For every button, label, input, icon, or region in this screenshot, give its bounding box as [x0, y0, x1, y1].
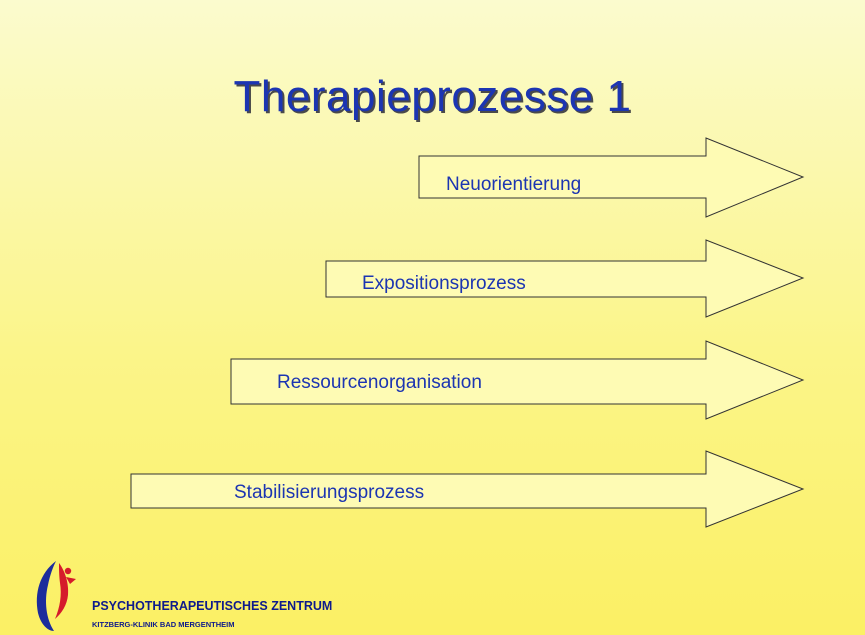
arrow-shape	[325, 239, 805, 318]
arrow-neuorientierung: Neuorientierung	[418, 137, 805, 218]
arrow-stabilisierungsprozess: Stabilisierungsprozess	[130, 450, 805, 528]
arrow-shape	[230, 340, 805, 420]
slide-title: Therapieprozesse 1	[233, 72, 632, 121]
org-subtitle: KITZBERG-KLINIK BAD MERGENTHEIM	[92, 620, 235, 629]
clinic-logo-icon	[36, 561, 76, 631]
arrow-expositionsprozess: Expositionsprozess	[325, 239, 805, 318]
arrow-label: Stabilisierungsprozess	[234, 482, 424, 503]
arrow-label: Neuorientierung	[446, 174, 581, 195]
arrow-shape	[130, 450, 805, 528]
arrow-shape	[418, 137, 805, 218]
org-name: PSYCHOTHERAPEUTISCHES ZENTRUM	[92, 599, 333, 613]
arrow-ressourcenorganisation: Ressourcenorganisation	[230, 340, 805, 420]
arrow-label: Expositionsprozess	[362, 273, 526, 294]
arrow-label: Ressourcenorganisation	[277, 372, 482, 393]
